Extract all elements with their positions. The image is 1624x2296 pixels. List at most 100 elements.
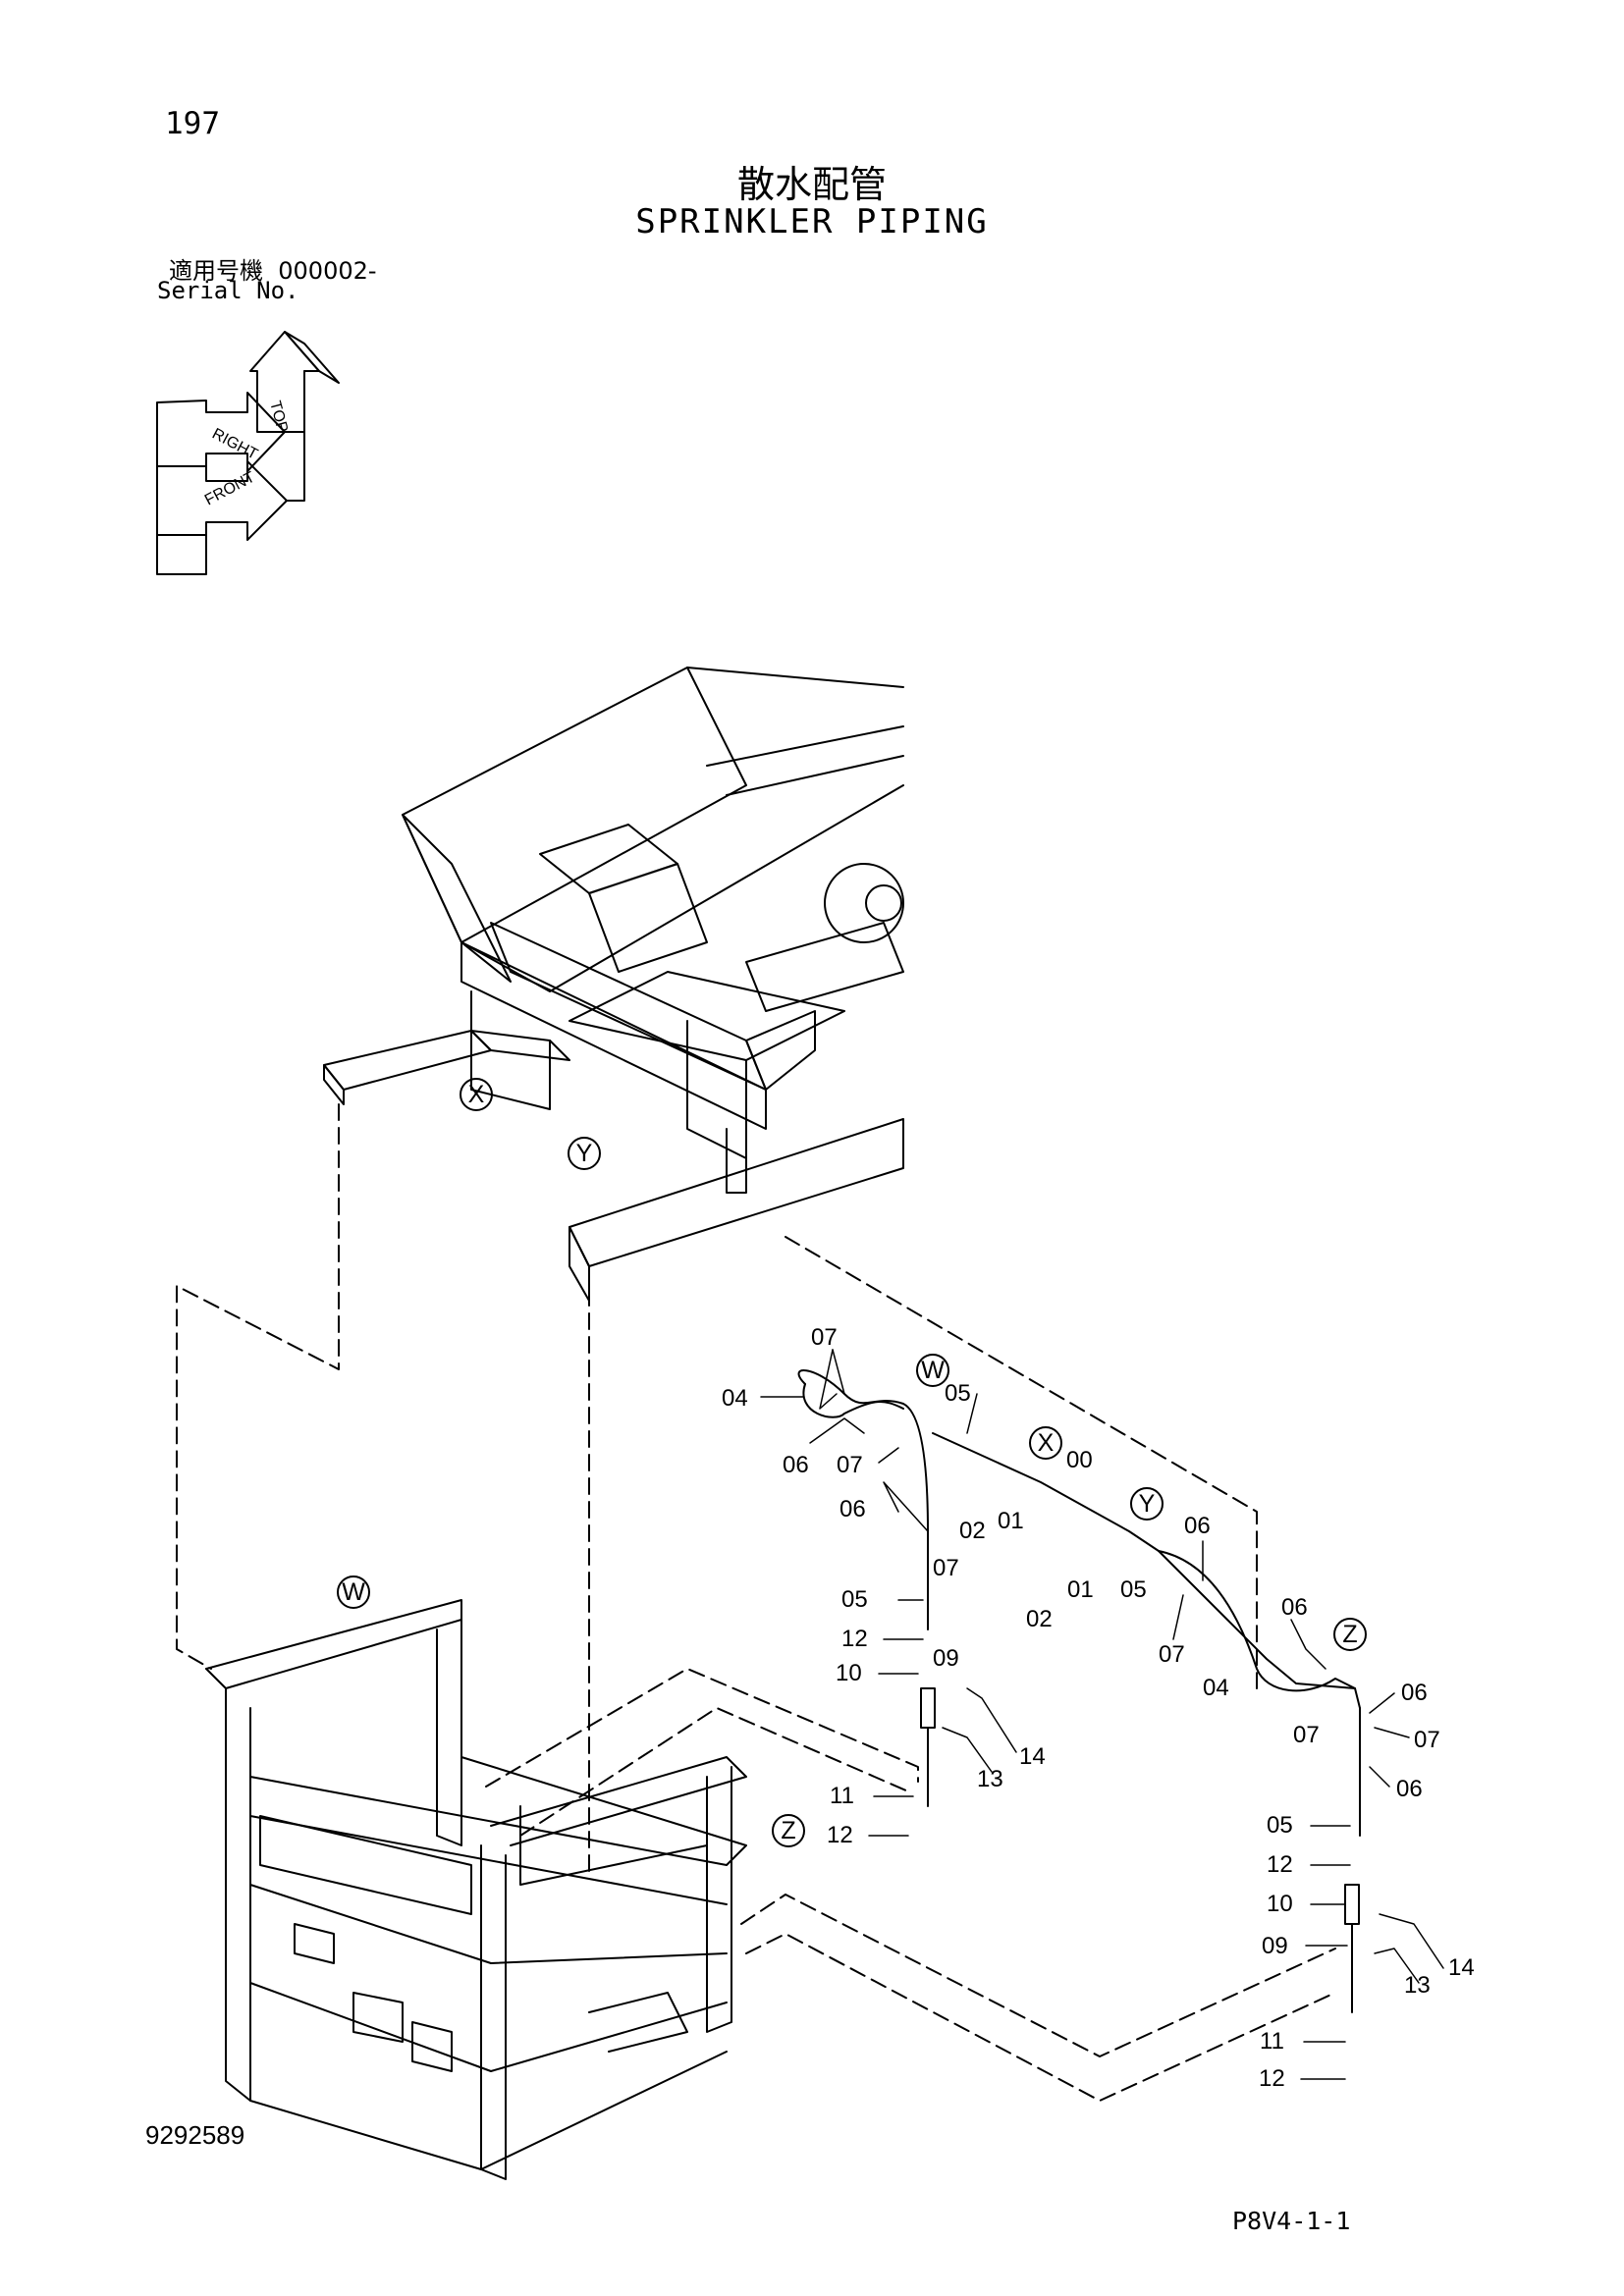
hopper-side (402, 814, 512, 983)
callout-01b: 01 (1067, 1576, 1094, 1603)
callout-07d: 07 (1159, 1641, 1185, 1668)
view-marker-z2: Z (1342, 1621, 1357, 1648)
view-marker-y2-circle (1130, 1487, 1164, 1521)
pipe-loop (1158, 1550, 1356, 1692)
sprinkler-piping (797, 1369, 1361, 2013)
side-panel (745, 922, 904, 1012)
leader-lines (176, 1103, 1336, 2102)
pulley-hub (865, 884, 902, 922)
bracket-3 (411, 2021, 453, 2072)
leader-w-upper (485, 1668, 919, 1788)
lower-rail-end (568, 1226, 590, 1302)
view-marker-y-circle (568, 1137, 601, 1170)
upper-frame-assembly (323, 667, 904, 1302)
leader-13b (1374, 1948, 1420, 1984)
leader-14 (966, 1687, 1017, 1753)
view-marker-x-circle (460, 1078, 493, 1111)
pulley (824, 863, 904, 943)
post-3 (726, 1128, 747, 1194)
callout-07c: 07 (933, 1555, 959, 1581)
hose-left-inner (802, 1383, 904, 1418)
post-1 (470, 990, 551, 1110)
post-rear-left (225, 1687, 251, 2102)
callout-11: 11 (830, 1783, 854, 1809)
arm-side (323, 1064, 345, 1105)
main-pipe (932, 1432, 1361, 1709)
view-marker-w2-circle (337, 1575, 370, 1609)
leader-06e (1369, 1692, 1395, 1714)
view-marker-z-circle (772, 1814, 805, 1847)
callout-07e: 07 (1293, 1722, 1320, 1748)
callout-10b: 10 (1267, 1891, 1293, 1917)
foot-block (588, 1992, 688, 2053)
view-marker-y: Y (576, 1140, 593, 1167)
leader-z-lower (745, 1933, 1336, 2102)
callout-04: 04 (722, 1385, 748, 1412)
frame-top (568, 971, 845, 1061)
callout-06c: 06 (1184, 1513, 1211, 1539)
arrow-edge (286, 370, 305, 502)
callout-06b: 06 (839, 1496, 866, 1522)
leader-diagonal (785, 1236, 1258, 1689)
beam-diag (490, 922, 767, 1091)
bracket-1 (294, 1923, 335, 1964)
callout-09b: 09 (1262, 1933, 1288, 1959)
leader-06f (1369, 1766, 1390, 1788)
post-front-left (480, 1844, 507, 2180)
callout-12c: 12 (1267, 1851, 1293, 1878)
callout-02b: 02 (1026, 1606, 1053, 1632)
arm-joint (470, 1030, 570, 1061)
view-marker-x2-circle (1029, 1426, 1062, 1460)
hose-left (797, 1369, 929, 1591)
bracket-2 (352, 1992, 404, 2043)
view-markers: X Y W X Y Z W Z (337, 1078, 1367, 1847)
lower-frame-assembly (205, 1599, 747, 2180)
leader-07a2 (832, 1349, 845, 1395)
sheet-code: P8V4-1-1 (1232, 2207, 1351, 2235)
callout-06: 06 (783, 1452, 809, 1478)
callouts: 07 04 06 07 06 07 05 00 01 02 06 01 02 0… (722, 1324, 1475, 2092)
serial-label-en: Serial No. (157, 277, 299, 304)
title-japanese: 散水配管 (736, 163, 887, 206)
callout-leaders (760, 1349, 1444, 2080)
mid-beam (249, 1756, 747, 1866)
cross-beam (249, 1884, 728, 1964)
view-marker-x: X (468, 1081, 485, 1108)
leader-07b (878, 1447, 899, 1464)
leader-14b (1379, 1913, 1444, 1969)
view-marker-z2-circle (1333, 1618, 1367, 1651)
title-english: SPRINKLER PIPING (635, 202, 989, 241)
top-arrow (249, 331, 320, 433)
front-panel-edge (519, 1805, 708, 1886)
leader-13 (942, 1727, 993, 1773)
callout-07f: 07 (1414, 1727, 1440, 1753)
callout-05b: 05 (1120, 1576, 1147, 1603)
callout-14: 14 (1019, 1743, 1046, 1770)
post-2 (686, 1020, 747, 1159)
arm-plate (323, 1030, 492, 1091)
belt-line-2 (726, 755, 904, 796)
callout-11b: 11 (1260, 2028, 1284, 2055)
callout-06e: 06 (1401, 1680, 1428, 1706)
hopper-plate (402, 667, 747, 943)
belt-top-edge (686, 667, 904, 688)
callout-05c: 05 (841, 1586, 868, 1613)
base-beam (249, 2051, 728, 2170)
post-front-right (706, 1766, 732, 2033)
orientation-arrow-icon: RIGHT FRONT TOP (156, 331, 340, 575)
view-marker-w: W (921, 1357, 945, 1384)
callout-06d: 06 (1281, 1594, 1308, 1621)
leader-06b (883, 1481, 929, 1532)
beam-lower (460, 941, 767, 1130)
beam-end (745, 1010, 816, 1091)
view-marker-w2: W (342, 1578, 365, 1606)
leader-05 (966, 1393, 978, 1434)
callout-02: 02 (959, 1518, 986, 1544)
leader-07f (1374, 1727, 1410, 1738)
leader-07d (1172, 1594, 1184, 1640)
callout-05d: 05 (1267, 1812, 1293, 1839)
callout-06f: 06 (1396, 1776, 1423, 1802)
view-marker-z: Z (781, 1817, 795, 1844)
leader-z-upper (740, 1894, 1336, 2057)
callout-04b: 04 (1203, 1675, 1229, 1701)
